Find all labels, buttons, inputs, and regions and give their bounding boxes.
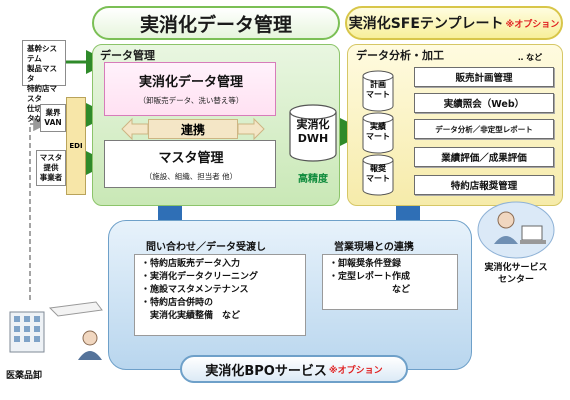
service-center-line2: センター — [497, 275, 534, 285]
core-systems-line1: 基幹システム — [27, 44, 57, 63]
item-sales-plan: 販売計画管理 — [414, 67, 554, 87]
primary-data-box: 実消化データ管理 （卸販売データ、洗い替え等） — [104, 62, 276, 116]
edi-label: EDI — [69, 142, 83, 150]
service-center-label: 実消化サービス センター — [470, 262, 562, 286]
master-provider-line1: マスタ — [39, 153, 63, 162]
van-box: 業界 VAN — [40, 104, 66, 132]
bpo-right-item-1: ・卸報奨条件登録 — [329, 259, 402, 269]
mart-reward-line2: マート — [366, 174, 390, 183]
bpo-left-item-3: ・施設マスタメンテナンス — [141, 285, 249, 295]
link-badge: 連携 — [148, 119, 238, 139]
sfe-option-note: ※オプション — [505, 19, 560, 30]
van-line1: 業界 — [45, 108, 61, 117]
wholesaler-label: 医薬品卸 — [6, 371, 43, 381]
bpo-right-item-2: ・定型レポート作成 — [329, 272, 411, 282]
service-center-line1: 実消化サービス — [484, 263, 548, 273]
mart-actual-line1: 実績 — [370, 122, 386, 131]
primary-data-subtitle: （卸販売データ、洗い替え等） — [138, 96, 244, 105]
link-label: 連携 — [180, 122, 205, 137]
master-provider-line2: 提供 — [43, 163, 59, 172]
item-actual-inquiry: 実績照会（Web） — [414, 93, 554, 113]
master-provider-box: マスタ 提供 事業者 — [36, 150, 66, 186]
mart-plan: 計画 マート — [362, 80, 394, 100]
precision-label: 高精度 — [298, 174, 328, 185]
bpo-title: 実消化BPOサービス — [205, 363, 327, 379]
core-systems-box: 基幹システム 製品マスタ 特約店マスタ 仕切データなど — [22, 40, 66, 123]
bpo-left-item-5: 実消化実績整備 など — [141, 311, 241, 321]
dwh-label: 実消化 DWH — [288, 118, 338, 146]
item-data-analysis: データ分析／非定型レポート — [414, 119, 554, 139]
edi-bar: EDI — [66, 97, 86, 195]
master-mgmt-title: マスタ管理 — [158, 151, 224, 166]
mart-plan-line1: 計画 — [370, 80, 386, 89]
van-line2: VAN — [44, 118, 62, 127]
mart-actual: 実績 マート — [362, 122, 394, 142]
mart-cylinders-icon — [362, 70, 394, 196]
item-performance-eval: 業績評価／成果評価 — [414, 147, 554, 167]
bpo-right-heading: 営業現場との連携 — [334, 242, 414, 253]
data-management-label: データ管理 — [100, 49, 155, 62]
core-systems-line2: 製品マスタ — [27, 64, 57, 83]
core-systems-line3: 特約店マスタ — [27, 84, 57, 103]
bpo-left-item-4: ・特約店合併時の — [141, 298, 214, 308]
master-mgmt-box: マスタ管理 （施設、組織、担当者 他） — [104, 140, 276, 188]
bpo-option-note: ※オプション — [328, 365, 383, 376]
item-reward-mgmt: 特約店報奨管理 — [414, 175, 554, 195]
primary-data-title: 実消化データ管理 — [138, 75, 243, 90]
mart-reward-line1: 報奨 — [370, 164, 386, 173]
mart-plan-line2: マート — [366, 90, 390, 99]
bpo-title-banner: 実消化BPOサービス ※オプション — [180, 355, 408, 383]
sfe-title-banner: 実消化SFEテンプレート ※オプション — [345, 6, 563, 40]
link-right-arrow-icon — [237, 117, 265, 141]
master-provider-line3: 事業者 — [39, 173, 63, 182]
link-left-arrow-icon — [121, 117, 149, 141]
dwh-line2: DWH — [297, 132, 329, 145]
service-center-illustration — [477, 201, 555, 259]
dashed-wholesaler-link — [29, 116, 48, 300]
bpo-right-list: ・卸報奨条件登録 ・定型レポート作成 など — [322, 254, 458, 310]
wholesaler-illustration — [9, 301, 103, 360]
sfe-title: 実消化SFEテンプレート — [348, 16, 504, 32]
main-title: 実消化データ管理 — [139, 13, 292, 36]
dwh-cylinder-icon — [289, 104, 337, 162]
analysis-etc: ‥ など — [518, 53, 543, 62]
master-mgmt-subtitle: （施設、組織、担当者 他） — [144, 172, 238, 181]
bpo-left-item-2: ・実消化データクリーニング — [141, 272, 259, 282]
dwh-line1: 実消化 — [296, 118, 330, 131]
bpo-right-item-3: など — [329, 285, 411, 295]
bpo-left-item-1: ・特約店販売データ入力 — [141, 259, 241, 269]
analysis-label: データ分析・加工 — [356, 49, 444, 62]
mart-actual-line2: マート — [366, 132, 390, 141]
bpo-left-list: ・特約店販売データ入力 ・実消化データクリーニング ・施設マスタメンテナンス ・… — [134, 254, 306, 336]
bpo-left-heading: 問い合わせ／データ受渡し — [146, 242, 266, 253]
main-title-banner: 実消化データ管理 — [92, 6, 340, 40]
mart-reward: 報奨 マート — [362, 164, 394, 184]
